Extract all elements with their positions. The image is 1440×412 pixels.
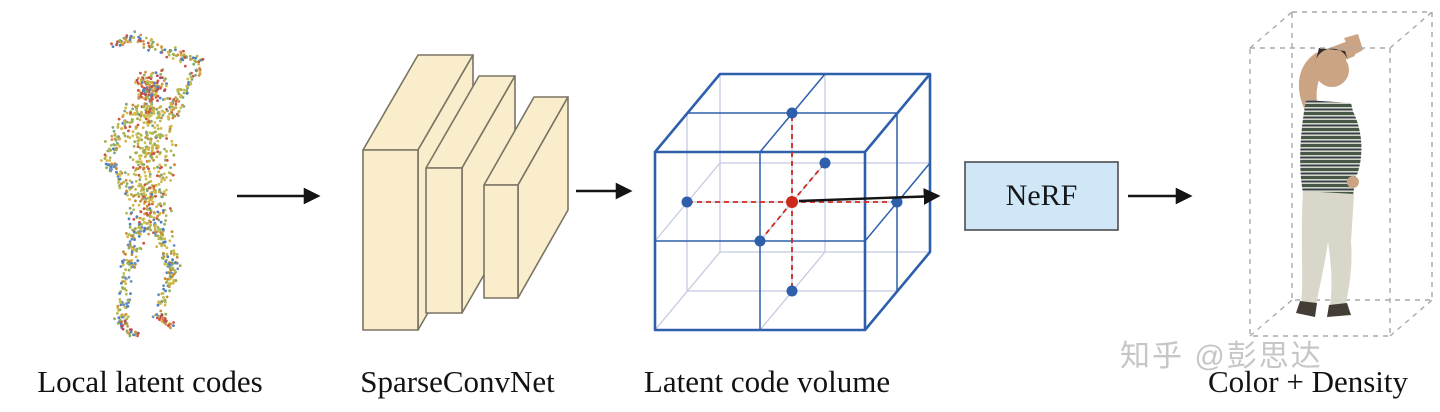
query-point-dot — [786, 196, 798, 208]
render-result — [1249, 11, 1433, 337]
latent-code-dots — [681, 107, 903, 297]
arrow-right-icon — [798, 188, 941, 205]
nerf-box-label: NeRF — [1005, 179, 1078, 212]
sparseconvnet-slabs — [362, 54, 569, 331]
latent-code-volume-cube — [653, 72, 932, 332]
point-cloud-figure — [100, 30, 205, 338]
caption-local-latent-codes: Local latent codes — [37, 364, 263, 399]
caption-color-density: Color + Density — [1207, 364, 1409, 399]
watermark: 知乎 @彭思达 — [1120, 340, 1323, 373]
conv-slab — [483, 96, 569, 299]
caption-latent-code-volume: Latent code volume — [643, 364, 891, 399]
caption-sparseconvnet: SparseConvNet — [360, 364, 555, 399]
person-photo — [1296, 34, 1363, 317]
interpolation-lines — [687, 113, 897, 291]
nerf-box — [964, 161, 1119, 231]
bounding-box-front — [1249, 47, 1391, 337]
bounding-box-back — [1249, 11, 1433, 337]
